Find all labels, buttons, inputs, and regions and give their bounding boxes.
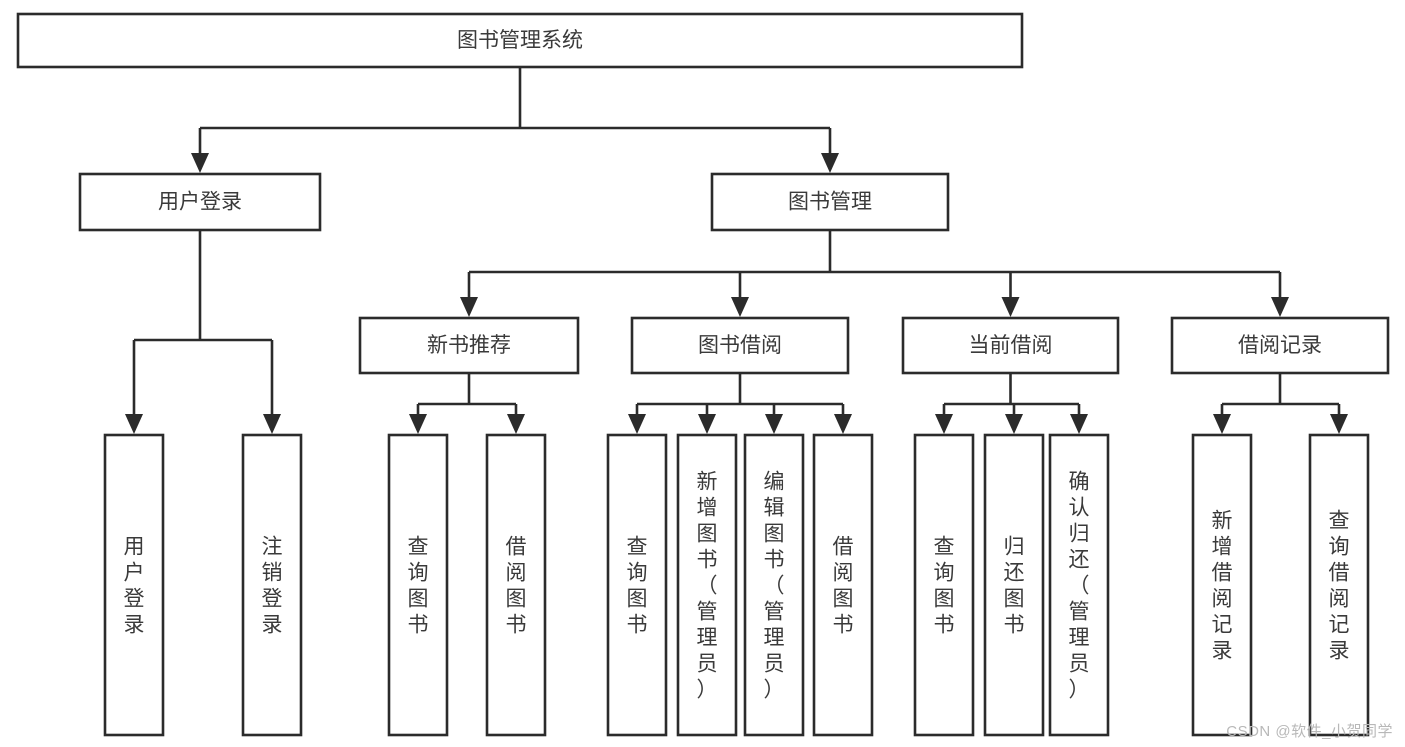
node-box-leaf-borrow-book-2	[812, 433, 874, 737]
node-box-new-book-recommend	[358, 316, 580, 375]
node-box-leaf-query-book-3	[913, 433, 975, 737]
arrow-head-icon-leaf-edit-book	[765, 414, 783, 434]
node-box-borrow-record	[1170, 316, 1390, 375]
arrow-head-icon-leaf-confirm-return	[1070, 414, 1088, 434]
arrow-head-icon-leaf-query-book-2	[628, 414, 646, 434]
arrow-head-icon-leaf-query-book-1	[409, 414, 427, 434]
node-box-leaf-return-book	[983, 433, 1045, 737]
node-label-leaf-user-logout: 注销登录	[262, 535, 283, 636]
arrow-head-icon-leaf-add-book	[698, 414, 716, 434]
node-label-leaf-edit-book: 编辑图书（管理员）	[764, 470, 785, 701]
arrow-head-icon-leaf-user-login	[125, 414, 143, 434]
node-book-borrow[interactable]: 图书借阅	[630, 316, 850, 375]
arrow-head-icon-new-book-recommend	[460, 297, 478, 317]
node-box-book-borrow	[630, 316, 850, 375]
arrow-head-icon-leaf-borrow-book-1	[507, 414, 525, 434]
node-label-book-manage: 图书管理	[788, 191, 872, 214]
node-label-root: 图书管理系统	[457, 29, 583, 52]
node-leaf-borrow-book-1[interactable]: 借阅图书	[485, 433, 547, 737]
csdn-watermark: CSDN @软件_小贺同学	[1226, 723, 1393, 740]
node-box-root	[16, 12, 1024, 69]
node-label-leaf-confirm-return: 确认归还（管理员）	[1069, 470, 1090, 701]
node-label-borrow-record: 借阅记录	[1238, 334, 1322, 357]
node-box-leaf-edit-book	[743, 433, 805, 737]
node-leaf-query-record[interactable]: 查询借阅记录	[1308, 433, 1370, 737]
node-leaf-borrow-book-2[interactable]: 借阅图书	[812, 433, 874, 737]
arrow-head-icon-book-borrow	[731, 297, 749, 317]
arrow-head-icon-leaf-user-logout	[263, 414, 281, 434]
node-current-borrow[interactable]: 当前借阅	[901, 316, 1120, 375]
node-box-leaf-user-logout	[241, 433, 303, 737]
node-box-leaf-user-login	[103, 433, 165, 737]
arrow-head-icon-leaf-query-record	[1330, 414, 1348, 434]
node-leaf-query-book-2[interactable]: 查询图书	[606, 433, 668, 737]
node-label-book-borrow: 图书借阅	[698, 334, 782, 357]
node-label-user-login: 用户登录	[158, 191, 242, 214]
node-label-leaf-query-book-1: 查询图书	[408, 535, 429, 636]
node-leaf-return-book[interactable]: 归还图书	[983, 433, 1045, 737]
node-label-leaf-add-record: 新增借阅记录	[1212, 509, 1233, 662]
node-label-new-book-recommend: 新书推荐	[427, 334, 511, 357]
node-box-leaf-add-book	[676, 433, 738, 737]
node-box-user-login	[78, 172, 322, 232]
arrow-head-icon-leaf-return-book	[1005, 414, 1023, 434]
node-borrow-record[interactable]: 借阅记录	[1170, 316, 1390, 375]
node-leaf-user-logout[interactable]: 注销登录	[241, 433, 303, 737]
node-box-book-manage	[710, 172, 950, 232]
connector-layer	[125, 67, 1348, 434]
node-label-leaf-query-book-2: 查询图书	[627, 535, 648, 636]
node-label-leaf-borrow-book-2: 借阅图书	[833, 535, 854, 636]
node-box-leaf-confirm-return	[1048, 433, 1110, 737]
arrow-head-icon-leaf-add-record	[1213, 414, 1231, 434]
node-box-current-borrow	[901, 316, 1120, 375]
node-box-leaf-query-book-1	[387, 433, 449, 737]
node-leaf-query-book-3[interactable]: 查询图书	[913, 433, 975, 737]
node-leaf-edit-book[interactable]: 编辑图书（管理员）	[743, 433, 805, 737]
node-label-current-borrow: 当前借阅	[969, 334, 1053, 357]
arrow-head-icon-user-login	[191, 153, 209, 173]
node-leaf-confirm-return[interactable]: 确认归还（管理员）	[1048, 433, 1110, 737]
node-label-leaf-query-record: 查询借阅记录	[1329, 509, 1350, 662]
node-book-manage[interactable]: 图书管理	[710, 172, 950, 232]
node-box-leaf-add-record	[1191, 433, 1253, 737]
node-leaf-query-book-1[interactable]: 查询图书	[387, 433, 449, 737]
arrow-head-icon-current-borrow	[1001, 297, 1020, 317]
node-layer: 图书管理系统用户登录图书管理新书推荐图书借阅当前借阅借阅记录用户登录注销登录查询…	[16, 12, 1390, 737]
node-label-leaf-return-book: 归还图书	[1004, 535, 1025, 636]
node-leaf-add-record[interactable]: 新增借阅记录	[1191, 433, 1253, 737]
node-box-leaf-borrow-book-1	[485, 433, 547, 737]
node-new-book-recommend[interactable]: 新书推荐	[358, 316, 580, 375]
node-box-leaf-query-book-2	[606, 433, 668, 737]
node-user-login[interactable]: 用户登录	[78, 172, 322, 232]
arrow-head-icon-book-manage	[821, 153, 839, 173]
arrow-head-icon-leaf-query-book-3	[935, 414, 953, 434]
node-label-leaf-user-login: 用户登录	[124, 535, 145, 636]
node-leaf-add-book[interactable]: 新增图书（管理员）	[676, 433, 738, 737]
node-label-leaf-borrow-book-1: 借阅图书	[506, 535, 527, 636]
arrow-head-icon-leaf-borrow-book-2	[834, 414, 852, 434]
node-box-leaf-query-record	[1308, 433, 1370, 737]
arrow-head-icon-borrow-record	[1271, 297, 1289, 317]
node-label-leaf-query-book-3: 查询图书	[934, 535, 955, 636]
node-root[interactable]: 图书管理系统	[16, 12, 1024, 69]
node-leaf-user-login[interactable]: 用户登录	[103, 433, 165, 737]
node-label-leaf-add-book: 新增图书（管理员）	[697, 470, 718, 701]
